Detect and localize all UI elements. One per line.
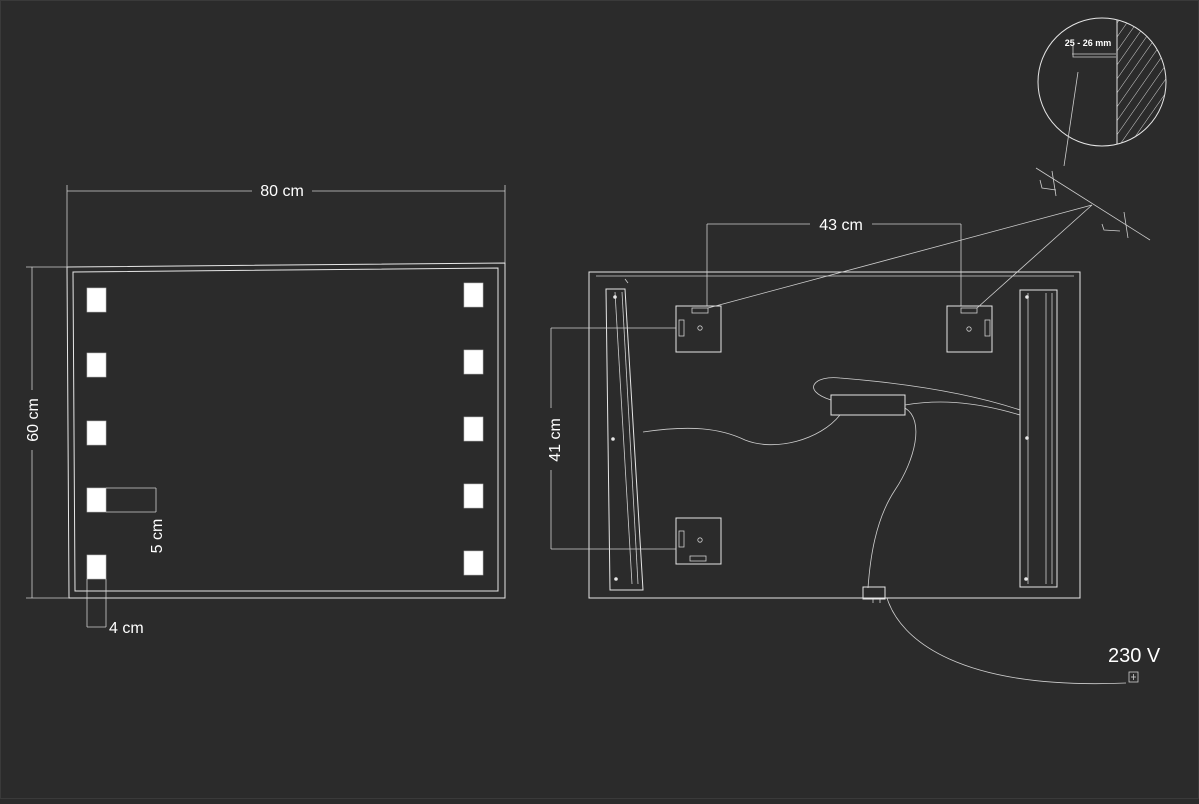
mounting-bracket-top-left [675, 305, 722, 353]
dimension-height: 60 cm [25, 266, 69, 599]
led-height-label: 5 cm [149, 519, 166, 554]
junction-box [862, 586, 886, 600]
dimension-bracket-vertical: 41 cm [547, 327, 676, 550]
wall-line [1035, 167, 1151, 241]
led-profile-right [1019, 289, 1058, 588]
front-view: 80 cm 60 cm 5 cm 4 cm [25, 183, 506, 637]
bracket-spacing-label: 43 cm [819, 217, 863, 234]
wall-hatch [1117, 18, 1166, 146]
led-strip-segment [86, 554, 107, 580]
led-strip-segment [86, 420, 107, 446]
led-strip-segment [463, 282, 484, 308]
wall-gap-label: 25 - 26 mm [1065, 38, 1112, 48]
led-strip-segment [86, 287, 107, 313]
led-strip-segment [86, 352, 107, 378]
dimension-led-height: 5 cm [106, 487, 166, 554]
led-column-right [463, 282, 484, 576]
mounting-bracket-top-right [946, 305, 993, 353]
led-driver-box [830, 394, 906, 416]
mounting-bracket-bottom [675, 517, 722, 565]
led-strip-segment [86, 487, 107, 513]
dimension-edge-offset: 4 cm [86, 579, 144, 637]
led-strip-segment [463, 416, 484, 442]
dimension-bracket-spacing: 43 cm [706, 217, 962, 306]
mirror-outer-frame [66, 262, 506, 599]
power-plug-icon [1128, 671, 1139, 683]
dimension-width: 80 cm [66, 183, 506, 267]
width-label: 80 cm [260, 183, 304, 200]
height-label: 60 cm [25, 398, 42, 442]
back-view: 43 cm 41 cm 230 V [547, 167, 1161, 685]
led-column-left [86, 287, 107, 580]
led-strip-segment [463, 550, 484, 576]
voltage-label: 230 V [1108, 645, 1161, 667]
edge-offset-label: 4 cm [109, 620, 144, 637]
bracket-vertical-label: 41 cm [547, 418, 564, 462]
back-panel [588, 271, 1081, 599]
wall-gap-detail: 25 - 26 mm [1037, 17, 1167, 167]
wiring [642, 377, 1127, 685]
led-strip-segment [463, 483, 484, 509]
led-strip-segment [463, 349, 484, 375]
mirror-inner-frame [72, 267, 499, 592]
hook-callout [707, 167, 1151, 309]
led-profile-left [605, 288, 644, 591]
